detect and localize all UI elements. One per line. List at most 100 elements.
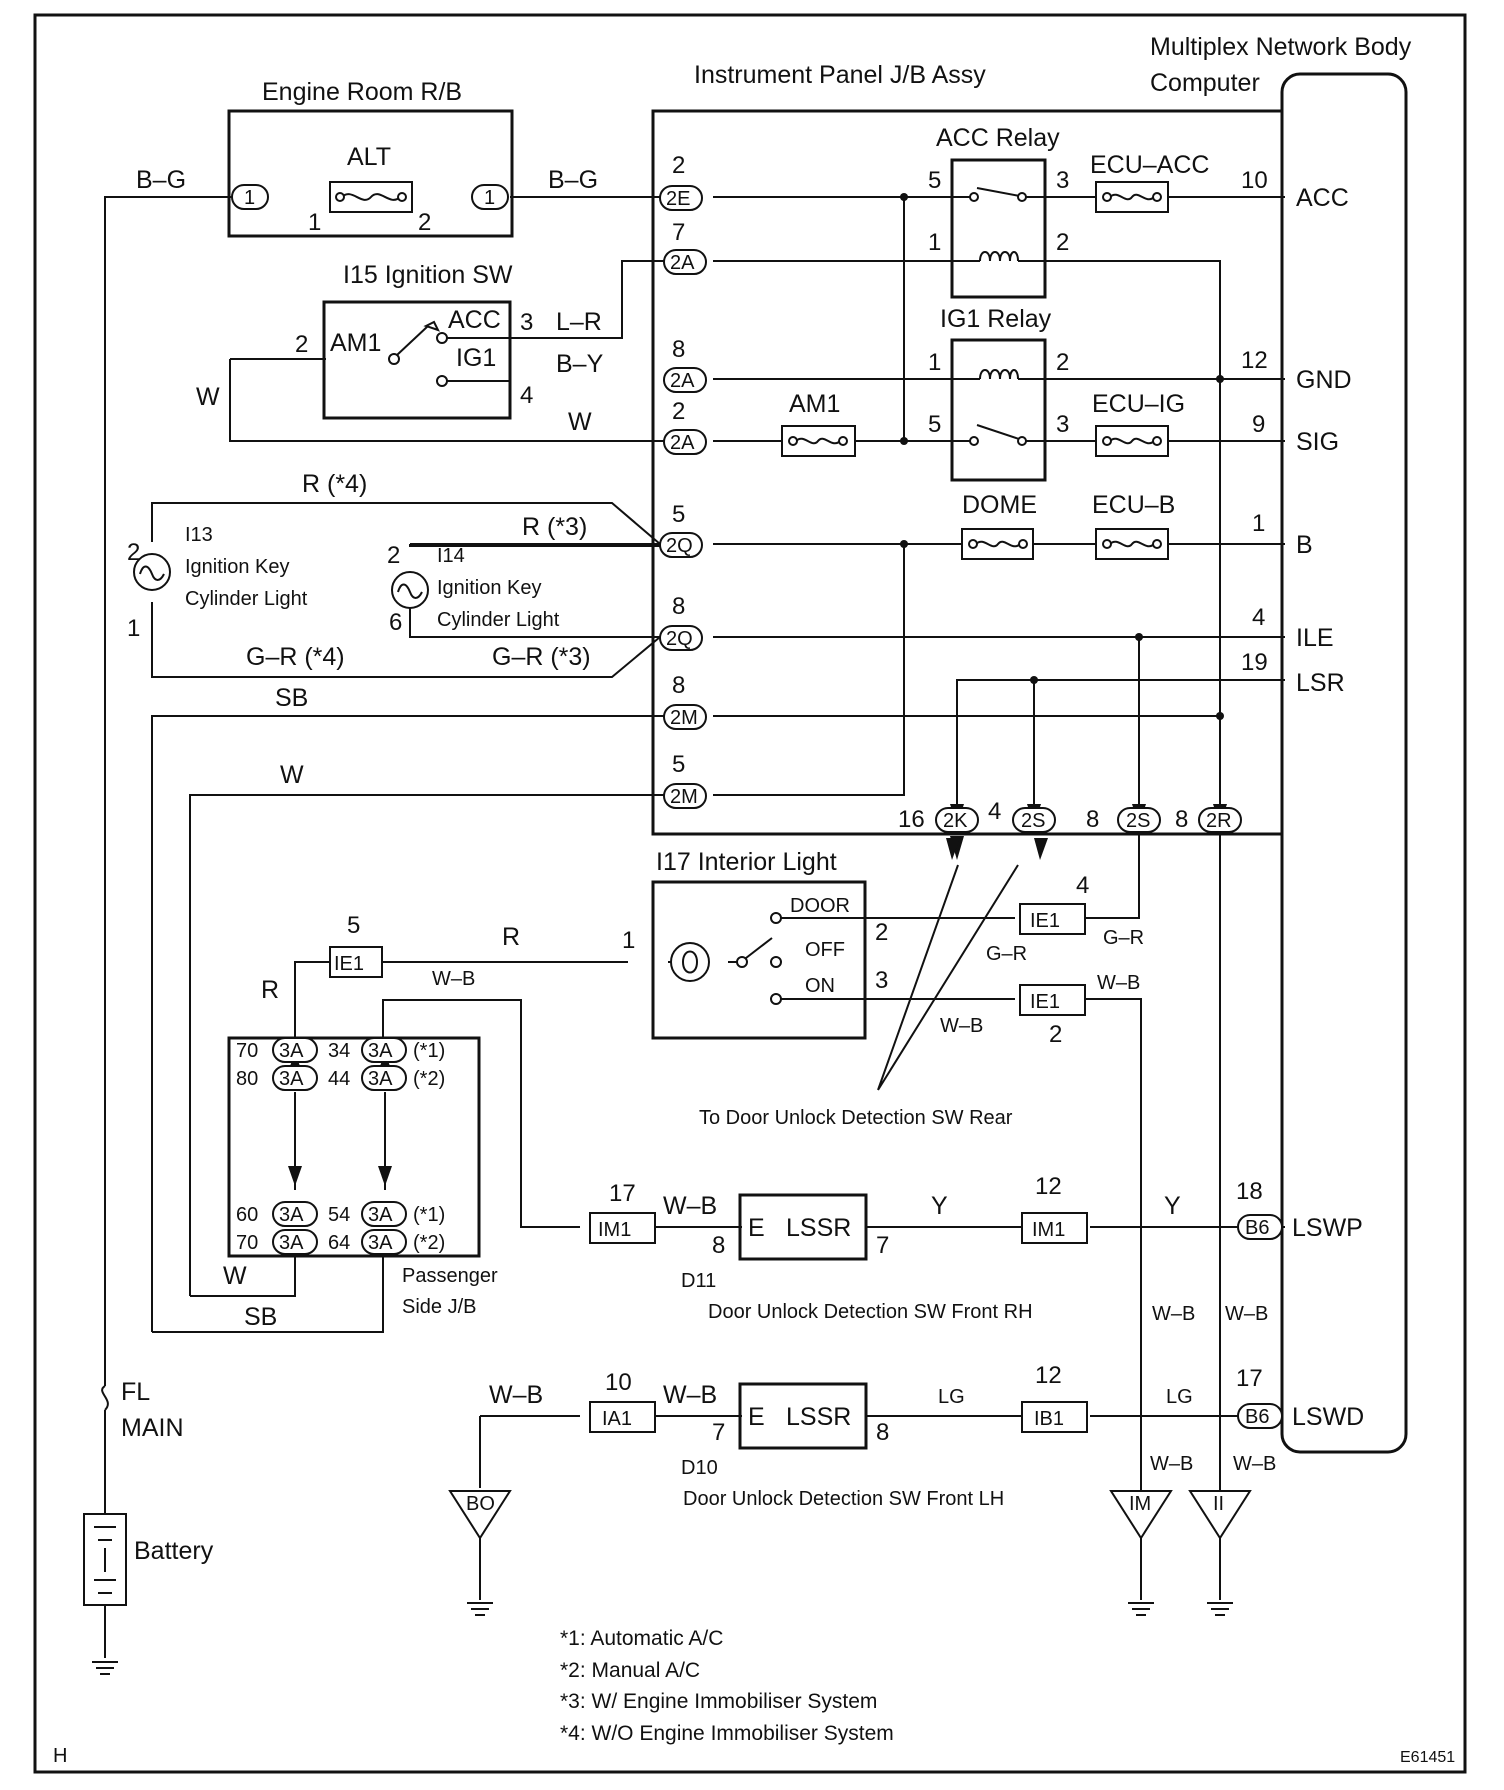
svg-text:R (*3): R (*3) — [522, 513, 587, 541]
d10-label-1: D10 — [681, 1457, 718, 1479]
footnotes: *1: Automatic A/C *2: Manual A/C *3: W/ … — [560, 1627, 894, 1745]
wires — [104, 196, 1285, 1658]
d10-label-2: Door Unlock Detection SW Front LH — [683, 1488, 1004, 1510]
wire-color-labels: B–G B–G L–R B–Y W W R (*4) R (*3) G–R (*… — [136, 166, 1276, 1475]
svg-text:2: 2 — [672, 152, 685, 179]
conn-2k: 2K — [943, 810, 968, 832]
i14-label-1: I14 — [437, 545, 465, 567]
conn-2a-8: 2A — [670, 370, 695, 392]
svg-text:12: 12 — [1241, 347, 1268, 374]
sw-terminal-ig1: IG1 — [456, 344, 496, 372]
svg-text:8: 8 — [876, 1419, 889, 1446]
svg-text:12: 12 — [1035, 1173, 1062, 1200]
svg-text:3: 3 — [1056, 167, 1069, 194]
conn-2m-5: 2M — [670, 786, 698, 808]
svg-text:4: 4 — [1076, 872, 1089, 899]
svg-text:B–G: B–G — [136, 166, 186, 194]
conn-2a-2: 2A — [670, 432, 695, 454]
conn-ia1: IA1 — [602, 1408, 632, 1430]
conn-2q-8: 2Q — [666, 628, 693, 650]
svg-text:60: 60 — [236, 1204, 258, 1226]
mpx-title-1: Multiplex Network Body — [1150, 33, 1412, 61]
i14-label-2: Ignition Key — [437, 577, 542, 599]
ip-jb-box — [651, 109, 1284, 836]
conn-3a-70b: 3A — [279, 1232, 304, 1254]
svg-text:W: W — [196, 383, 220, 411]
svg-text:3: 3 — [520, 309, 533, 336]
i13-label-1: I13 — [185, 524, 213, 546]
engine-room-rb-box — [227, 109, 514, 238]
terminal-labels: ACC GND SIG B ILE LSR LSWP LSWD ACC AM1 … — [330, 184, 1364, 1431]
junction-dots — [900, 193, 1224, 720]
svg-text:6: 6 — [389, 609, 402, 636]
svg-text:8: 8 — [1086, 806, 1099, 833]
ig1-relay-box — [950, 338, 1047, 482]
svg-text:W–B: W–B — [432, 968, 475, 990]
svg-text:(*2): (*2) — [413, 1068, 445, 1090]
passenger-jb-label-2: Side J/B — [402, 1296, 476, 1318]
fuse-ecu-ig: ECU–IG — [1092, 390, 1185, 418]
svg-text:8: 8 — [672, 672, 685, 699]
conn-3a-34: 3A — [368, 1040, 393, 1062]
svg-text:2: 2 — [672, 398, 685, 425]
terminal-b: B — [1296, 531, 1313, 559]
conn-3a-54: 3A — [368, 1204, 393, 1226]
svg-text:19: 19 — [1241, 649, 1268, 676]
fuse-symbols — [101, 181, 1169, 1411]
conn-3a-64: 3A — [368, 1232, 393, 1254]
svg-text:34: 34 — [328, 1040, 350, 1062]
ground-symbols — [92, 1490, 1252, 1675]
svg-text:4: 4 — [520, 382, 533, 409]
d11-label-1: D11 — [681, 1270, 716, 1292]
fuse-am1: AM1 — [789, 390, 840, 418]
acc-relay-title: ACC Relay — [936, 124, 1060, 152]
conn-ie1-5: IE1 — [334, 953, 364, 975]
svg-text:4: 4 — [1252, 604, 1265, 631]
svg-text:1: 1 — [127, 615, 140, 642]
i14-label-3: Cylinder Light — [437, 609, 560, 631]
svg-text:R (*4): R (*4) — [302, 470, 367, 498]
i13-label-2: Ignition Key — [185, 556, 290, 578]
svg-text:70: 70 — [236, 1040, 258, 1062]
svg-text:10: 10 — [605, 1369, 632, 1396]
conn-3a-70a: 3A — [279, 1040, 304, 1062]
conn-b6-18: B6 — [1245, 1217, 1269, 1239]
svg-text:7: 7 — [876, 1232, 889, 1259]
conn-ib1: IB1 — [1034, 1408, 1064, 1430]
svg-text:1: 1 — [308, 209, 321, 236]
svg-text:W–B: W–B — [1097, 972, 1140, 994]
svg-text:5: 5 — [928, 167, 941, 194]
conn-2s-4: 2S — [1021, 810, 1045, 832]
conn-im1-17: IM1 — [598, 1219, 631, 1241]
ground-im: IM — [1129, 1493, 1151, 1515]
svg-text:W–B: W–B — [663, 1192, 717, 1220]
svg-text:G–R: G–R — [1103, 927, 1144, 949]
note-1: *1: Automatic A/C — [560, 1627, 723, 1650]
conn-3a-60: 3A — [279, 1204, 304, 1226]
svg-text:W: W — [280, 761, 304, 789]
d10-e: E — [748, 1403, 765, 1431]
connector-pills — [231, 184, 1283, 1429]
sw-terminal-acc: ACC — [448, 306, 501, 334]
svg-text:8: 8 — [672, 336, 685, 363]
svg-text:17: 17 — [609, 1180, 636, 1207]
svg-text:8: 8 — [672, 593, 685, 620]
svg-text:(*2): (*2) — [413, 1232, 445, 1254]
terminal-lswd: LSWD — [1292, 1403, 1364, 1431]
svg-text:1: 1 — [622, 927, 635, 954]
figure-code: E61451 — [1400, 1749, 1455, 1766]
svg-text:17: 17 — [1236, 1365, 1263, 1392]
svg-text:4: 4 — [988, 798, 1001, 825]
svg-text:2: 2 — [387, 542, 400, 569]
svg-text:10: 10 — [1241, 167, 1268, 194]
conn-3a-44: 3A — [368, 1068, 393, 1090]
il-door: DOOR — [790, 895, 850, 917]
conn-2m-8: 2M — [670, 707, 698, 729]
svg-text:W–B: W–B — [1225, 1303, 1268, 1325]
ground-ii: II — [1213, 1493, 1224, 1515]
svg-text:(*1): (*1) — [413, 1204, 445, 1226]
passenger-jb-label-1: Passenger — [402, 1265, 498, 1287]
block-titles: Engine Room R/B Instrument Panel J/B Ass… — [53, 33, 1455, 1767]
svg-text:SB: SB — [275, 684, 308, 712]
